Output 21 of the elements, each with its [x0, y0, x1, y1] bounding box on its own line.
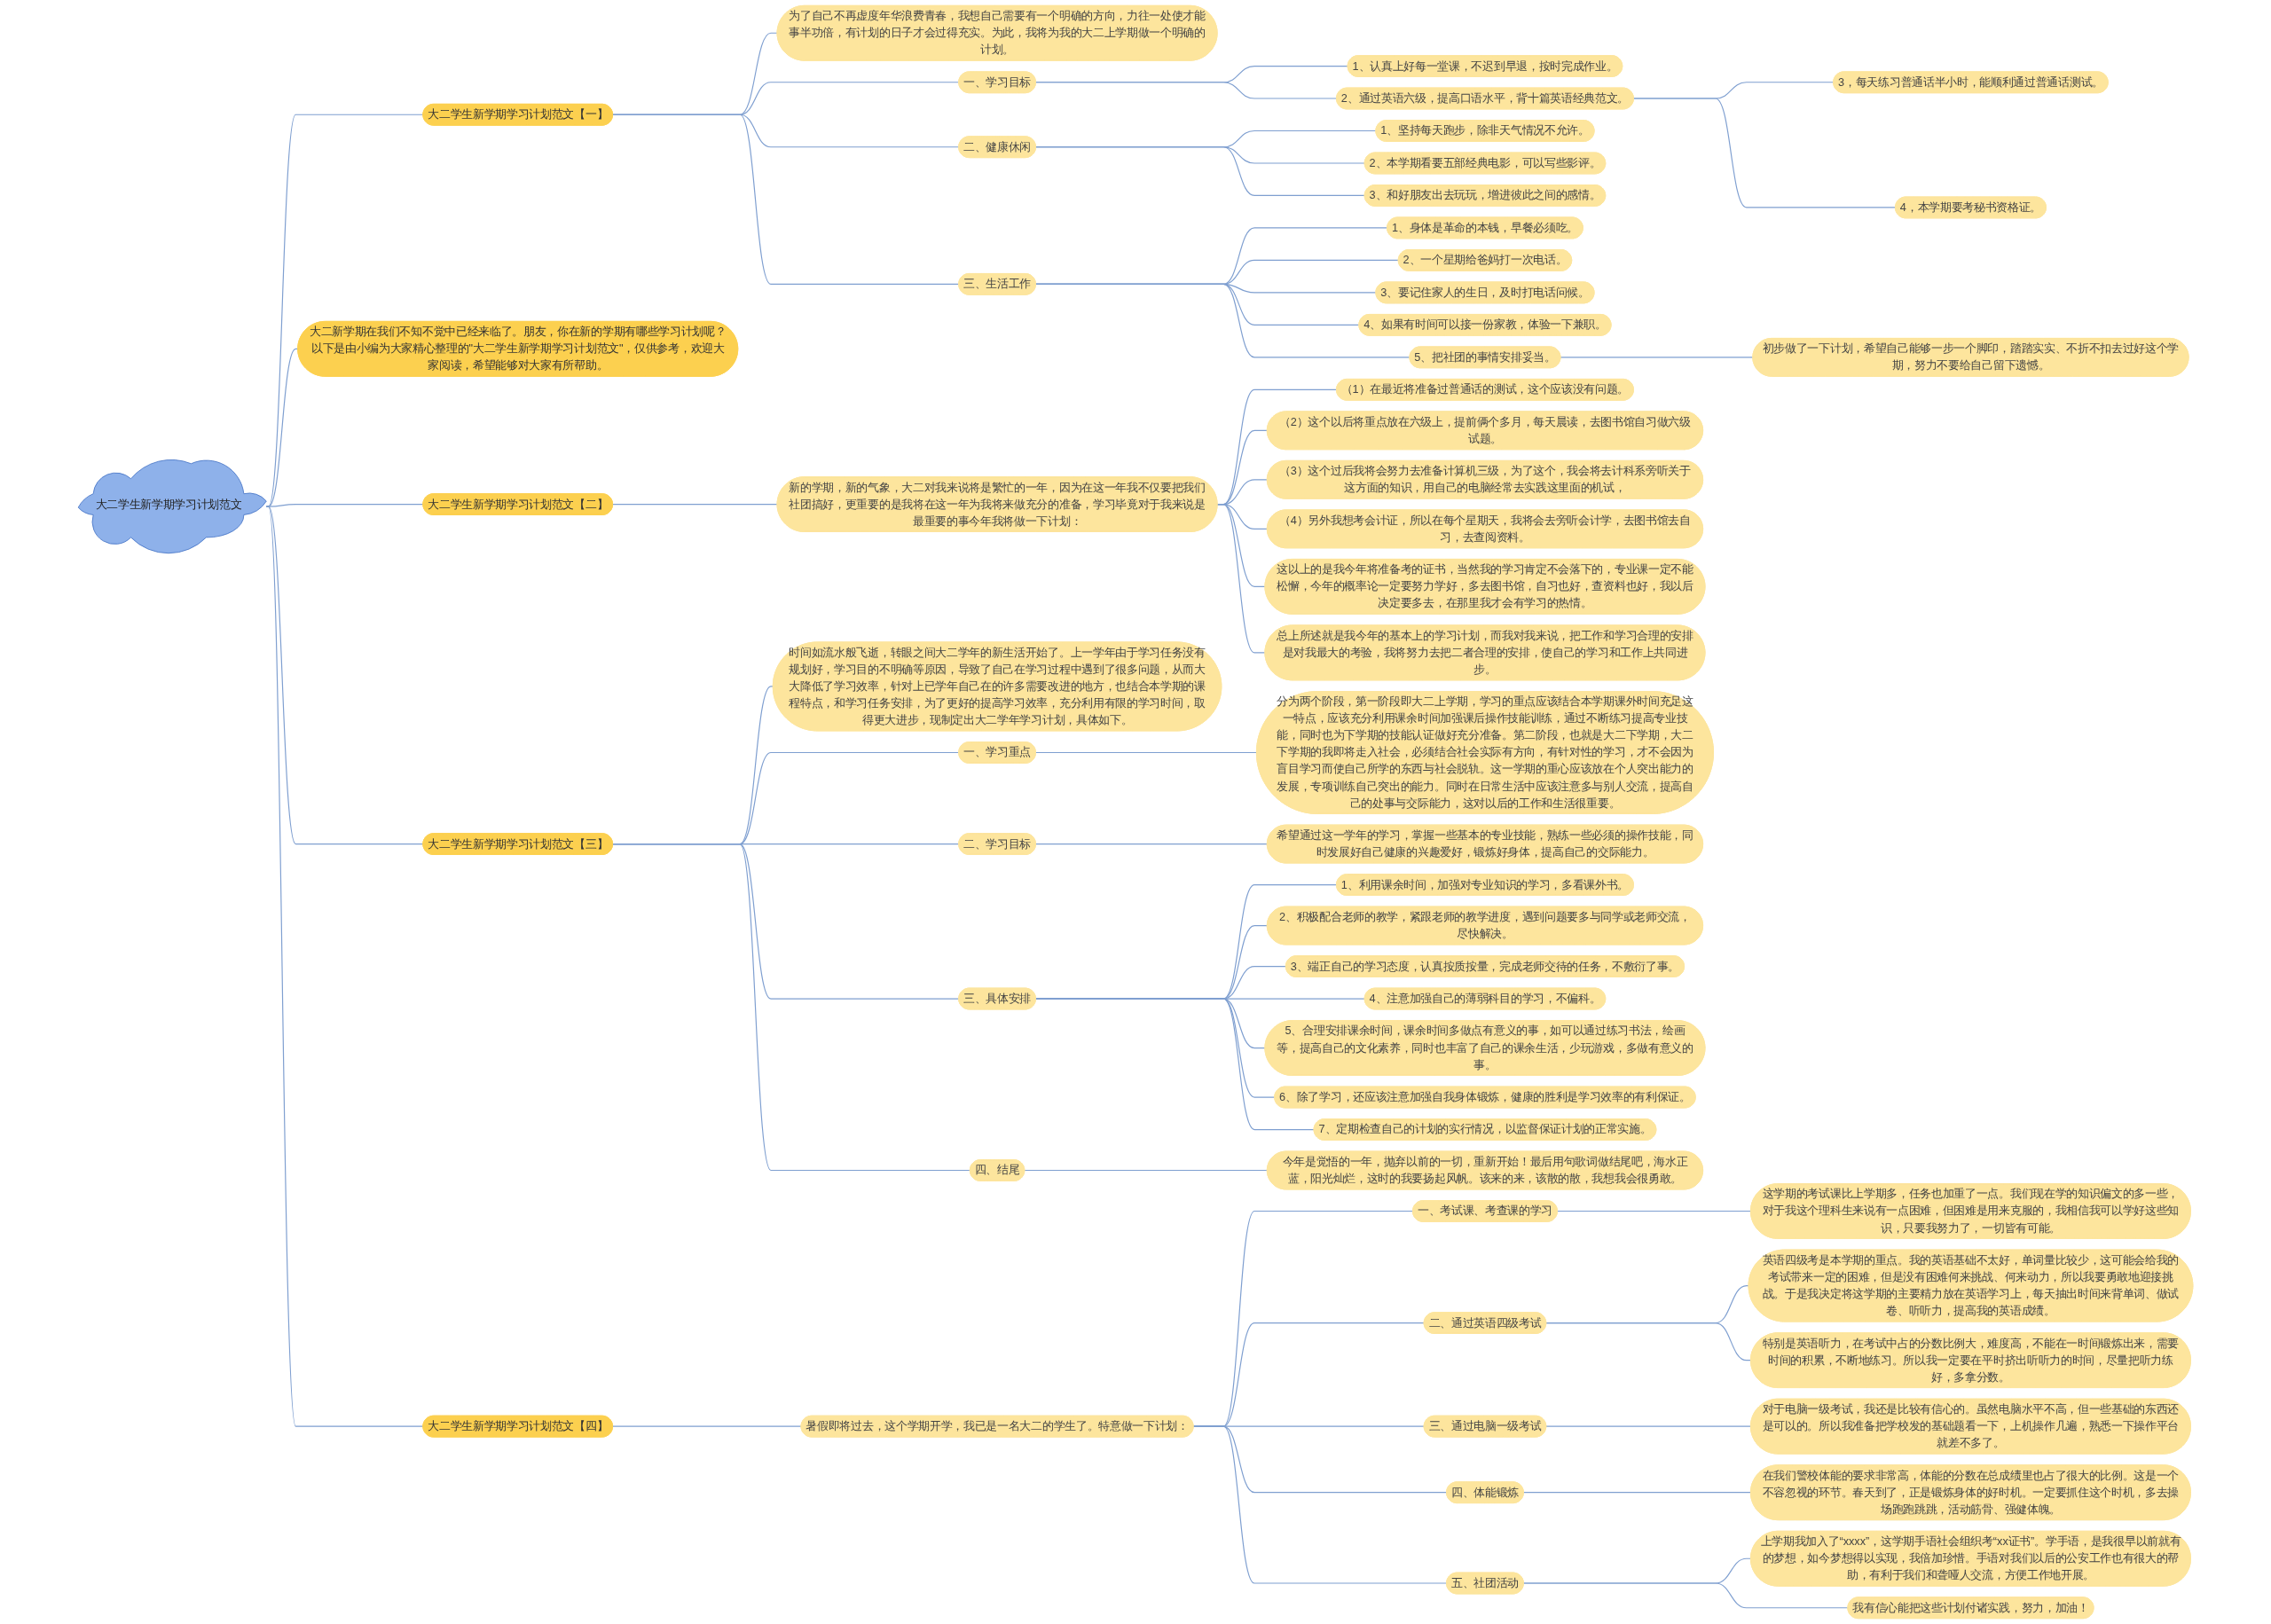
connector	[611, 1425, 802, 1427]
connector	[1545, 1425, 1752, 1427]
connector	[1034, 146, 1365, 197]
connector	[611, 503, 778, 506]
connector	[1034, 82, 1338, 99]
connector	[1192, 1425, 1448, 1584]
connector	[611, 843, 970, 1172]
connector	[1560, 357, 1754, 358]
connector	[1034, 998, 1315, 1131]
connector	[265, 506, 424, 1427]
connector	[1522, 1492, 1752, 1494]
connector	[1024, 1169, 1268, 1172]
connector	[611, 114, 960, 285]
connector	[1034, 283, 1411, 358]
connector	[1034, 751, 1258, 754]
connector	[1545, 1322, 1752, 1361]
connector	[1632, 98, 1897, 208]
connector	[1216, 503, 1266, 654]
connector	[1522, 1582, 1849, 1609]
connector	[1556, 1210, 1752, 1212]
connector	[1034, 843, 1268, 845]
